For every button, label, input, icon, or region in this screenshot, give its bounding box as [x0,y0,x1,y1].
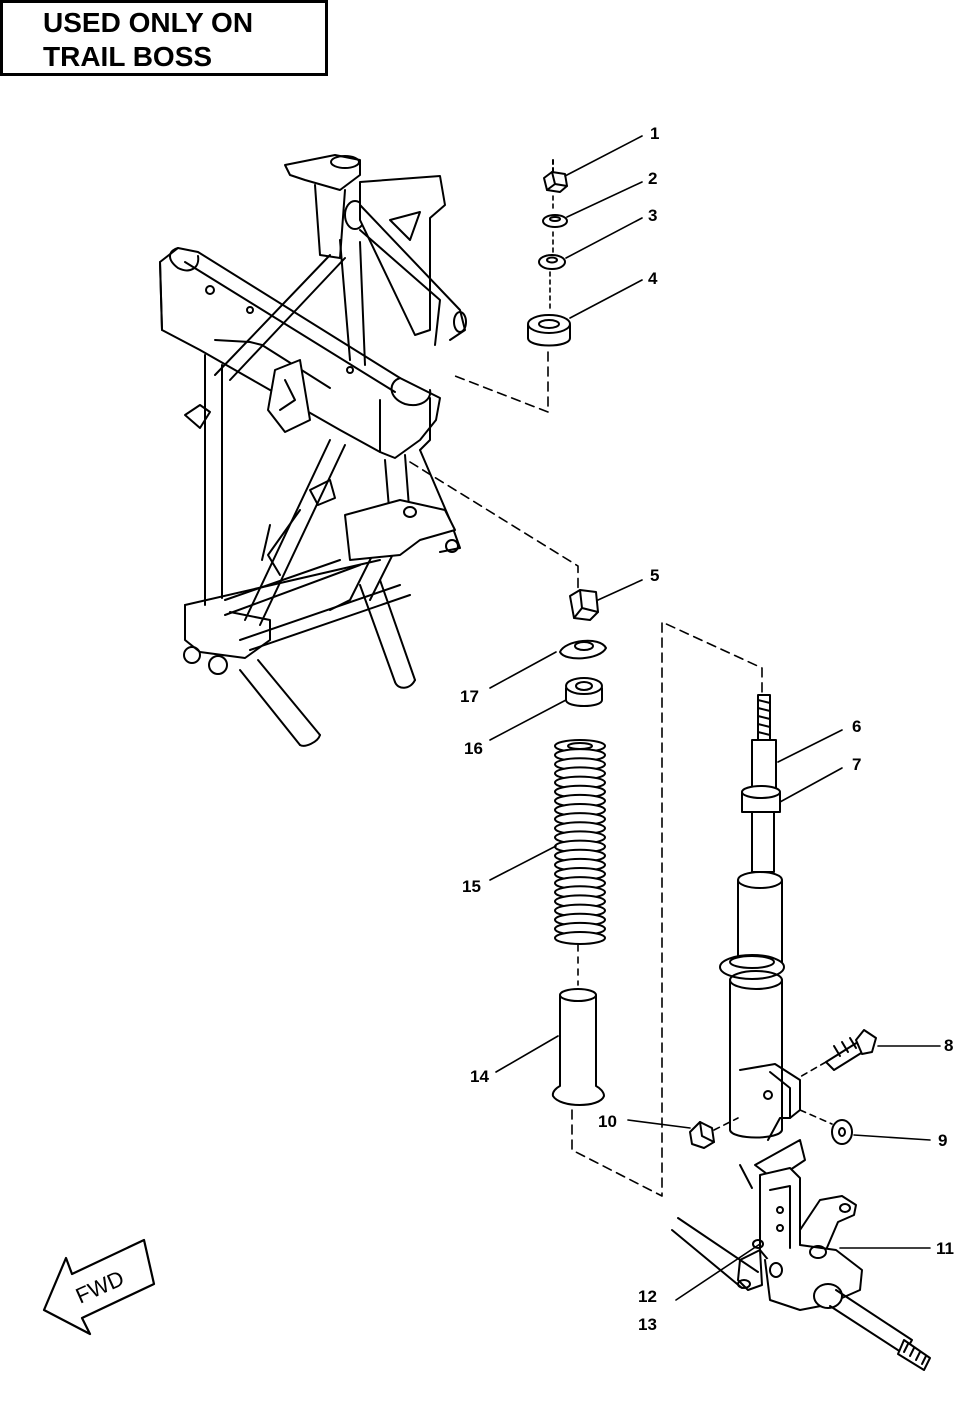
forward-direction-arrow: FWD [42,1238,156,1336]
callout-12: 12 [638,1287,657,1306]
callout-6: 6 [852,717,861,736]
spring-stack-parts [409,461,763,1197]
callout-numbers: 1 2 3 4 5 6 7 8 9 10 11 12 13 14 15 16 1… [460,124,954,1334]
callout-13: 13 [638,1315,657,1334]
callout-17: 17 [460,687,479,706]
callout-3: 3 [648,206,657,225]
strut-assembly [719,694,806,1181]
callout-2: 2 [648,169,657,188]
callout-10: 10 [598,1112,617,1131]
spindle-assembly [671,1164,931,1371]
clamp-hardware [689,1029,877,1149]
spring-top-opening [567,742,593,750]
callout-5: 5 [650,566,659,585]
callout-15: 15 [462,877,481,896]
usage-notice-box: USED ONLY ON TRAIL BOSS [0,0,328,76]
callout-14: 14 [470,1067,489,1086]
callout-11: 11 [936,1239,954,1258]
callout-1: 1 [650,124,659,143]
frame-drawing [159,154,467,747]
leader-lines [489,135,941,1301]
spring-coil-turn [554,931,606,945]
callout-4: 4 [648,269,658,288]
callout-8: 8 [944,1036,953,1055]
callout-9: 9 [938,1131,947,1150]
callout-7: 7 [852,755,861,774]
top-mount-hardware [454,159,571,413]
usage-notice-line-2: TRAIL BOSS [43,41,213,72]
callout-16: 16 [464,739,483,758]
usage-notice-line-1: USED ONLY ON [43,7,254,38]
